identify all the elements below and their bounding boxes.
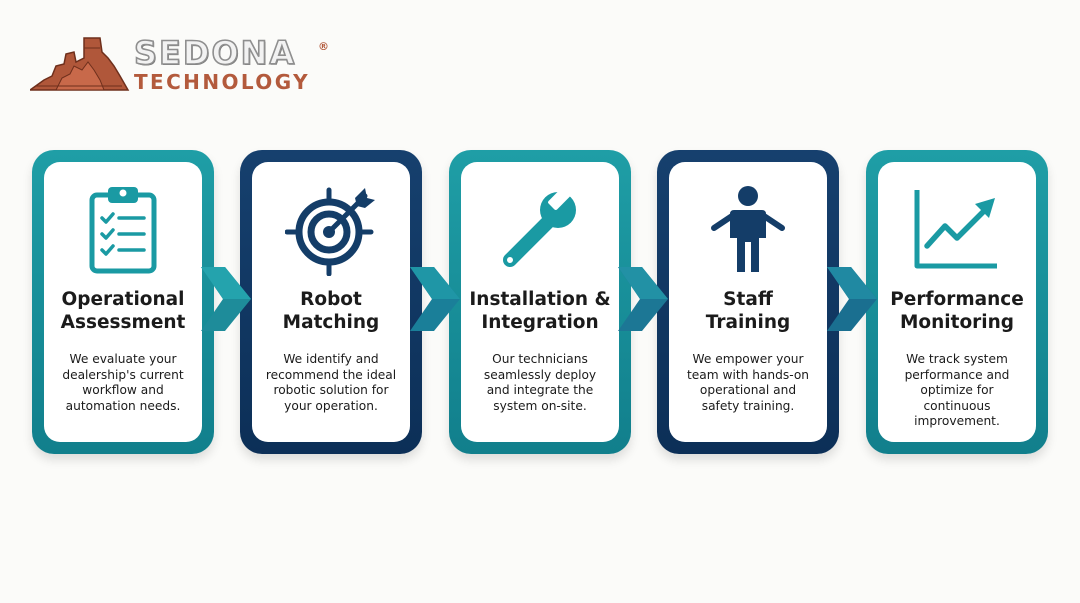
step-description: We empower your team with hands-on opera… [686, 352, 810, 413]
step-description: We track system performance and optimize… [904, 352, 1010, 428]
mountain-logo-icon [30, 37, 130, 91]
step-title: Installation & Integration [469, 289, 611, 333]
step-title: Robot Matching [282, 289, 380, 333]
chevron-right-arrow-icon [410, 267, 460, 331]
step-title: Staff Training [705, 289, 791, 333]
step-description: Our technicians seamlessly deploy and in… [483, 352, 597, 413]
registered-mark: ® [318, 40, 329, 53]
logo-wordmark-sedona: SEDONA [133, 33, 297, 73]
wrench-icon [461, 182, 619, 278]
person-icon [669, 182, 827, 278]
chevron-right-arrow-icon [827, 267, 877, 331]
step-title: Operational Assessment [60, 289, 186, 333]
step-title: Performance Monitoring [890, 289, 1024, 333]
step-card-robot-matching: Robot Matching We identify and recommend… [240, 150, 422, 454]
target-dart-icon [252, 182, 410, 278]
sedona-logo: SEDONA ® TECHNOLOGY [30, 33, 340, 96]
chevron-right-arrow-icon [201, 267, 251, 331]
step-card-operational-assessment: Operational Assessment We evaluate your … [32, 150, 214, 454]
step-card-installation-integration: Installation & Integration Our technicia… [449, 150, 631, 454]
step-description: We identify and recommend the ideal robo… [265, 352, 397, 413]
trend-chart-icon [878, 182, 1036, 278]
step-description: We evaluate your dealership's current wo… [62, 352, 184, 413]
step-card-performance-monitoring: Performance Monitoring We track system p… [866, 150, 1048, 454]
logo-wordmark-technology: TECHNOLOGY [134, 70, 310, 94]
step-card-staff-training: Staff Training We empower your team with… [657, 150, 839, 454]
chevron-right-arrow-icon [618, 267, 668, 331]
clipboard-checklist-icon [44, 182, 202, 278]
